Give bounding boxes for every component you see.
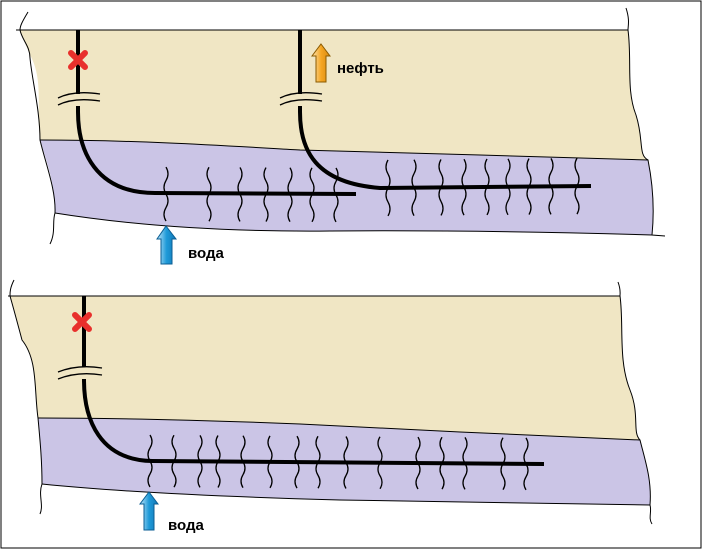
well-1 — [76, 30, 357, 196]
water-layer-base — [41, 483, 651, 506]
boundary-left — [9, 279, 43, 515]
fracture — [309, 167, 315, 223]
fracture — [343, 436, 349, 489]
bottom-wells — [82, 296, 545, 466]
fracture — [526, 158, 532, 215]
oil-layer — [10, 296, 640, 440]
bottom-breaks — [57, 366, 103, 380]
fracture — [461, 158, 467, 216]
top-fractures — [163, 157, 580, 223]
closed-well-marker-icon — [72, 312, 92, 332]
bottom-fractures — [147, 434, 529, 491]
well-1 — [82, 296, 545, 466]
fracture — [287, 167, 293, 223]
fracture — [462, 437, 468, 490]
boundary-right — [617, 281, 653, 525]
water-flow-arrow-icon — [139, 491, 159, 531]
boundary-left — [19, 11, 56, 245]
break-mark-lower — [279, 99, 323, 106]
top-breaks — [57, 92, 323, 106]
fracture — [411, 159, 417, 217]
break-mark-upper — [57, 366, 103, 373]
well-2 — [298, 30, 592, 191]
fracture — [315, 435, 321, 489]
fracture — [294, 435, 300, 489]
oil-flow-arrow-icon — [311, 43, 331, 83]
fracture — [415, 436, 421, 490]
fracture — [438, 159, 444, 216]
break-gap — [66, 367, 102, 379]
water-label: вода — [188, 245, 225, 262]
fracture — [197, 435, 203, 488]
fracture — [484, 158, 490, 216]
fracture — [240, 435, 246, 489]
fracture — [505, 158, 511, 216]
oil-layer — [20, 30, 648, 160]
fracture — [171, 434, 177, 488]
break-mark-upper — [57, 92, 101, 99]
panel-bottom: вода — [8, 279, 653, 534]
break-mark-lower — [57, 373, 103, 380]
fracture — [206, 166, 212, 222]
water-label: вода — [168, 517, 205, 534]
break-mark-upper — [279, 92, 323, 99]
fracture — [163, 166, 169, 222]
closed-well-marker-icon — [68, 50, 88, 70]
fracture — [147, 434, 153, 488]
fracture — [574, 157, 580, 215]
fracture — [377, 436, 383, 490]
water-flow-arrow-icon — [156, 225, 178, 265]
fracture — [215, 435, 221, 488]
fracture — [439, 436, 445, 490]
fracture — [263, 167, 269, 222]
oil-water-contact — [37, 417, 641, 441]
fracture — [333, 167, 339, 223]
fracture — [385, 159, 391, 217]
fracture — [267, 435, 273, 489]
break-mark-lower — [57, 99, 101, 106]
fracture — [523, 437, 529, 491]
panel-top: нефть вода — [16, 7, 666, 265]
boundary-right — [625, 7, 666, 237]
top-wells — [76, 30, 592, 196]
fracture — [237, 167, 243, 222]
fracture — [500, 437, 506, 491]
oil-label: нефть — [337, 60, 384, 77]
water-layer — [40, 140, 654, 235]
fracture — [548, 158, 554, 215]
water-layer-base — [54, 212, 653, 236]
